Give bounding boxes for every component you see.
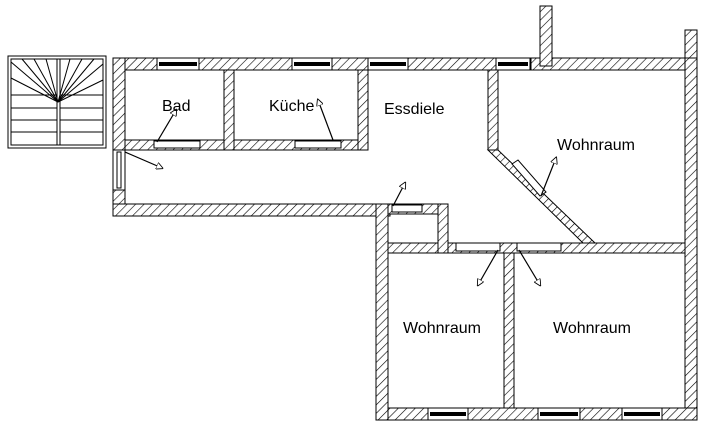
door-swing-arrow-icon <box>518 249 540 285</box>
door-swing-arrow-icon <box>124 151 162 168</box>
window-icon <box>291 57 333 71</box>
window-icon <box>112 149 126 191</box>
door-swing-arrow-icon <box>478 249 499 285</box>
door-swing-arrow-icon <box>392 183 405 207</box>
room-labels: Bad Küche Essdiele Wohnraum Wohnraum Woh… <box>162 98 635 337</box>
window-icon <box>621 407 663 421</box>
spiral-staircase-icon <box>7 55 107 149</box>
window-icon <box>537 407 581 421</box>
doors <box>124 100 562 285</box>
window-icon <box>495 57 531 71</box>
door-swing-arrow-icon <box>540 158 556 197</box>
room-label-kueche: Küche <box>269 98 314 115</box>
window-icon <box>367 57 409 71</box>
window-icon <box>156 57 200 71</box>
window-icon <box>427 407 469 421</box>
room-label-bad: Bad <box>162 98 190 115</box>
door-swing-arrow-icon <box>318 100 334 141</box>
room-label-wohnraum-southeast: Wohnraum <box>553 320 631 337</box>
room-label-wohnraum-southwest: Wohnraum <box>403 320 481 337</box>
door-swing-arrow-icon <box>156 110 176 143</box>
room-label-essdiele: Essdiele <box>384 101 445 118</box>
windows <box>112 57 663 421</box>
room-label-wohnraum-east: Wohnraum <box>557 137 635 154</box>
